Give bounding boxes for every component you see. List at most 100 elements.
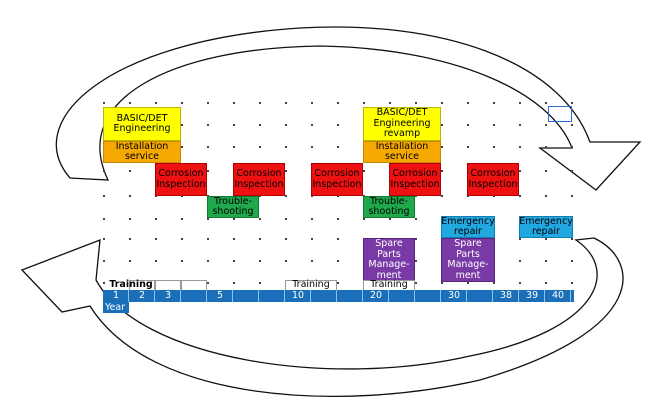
- timeline-tick-label: 39: [525, 290, 539, 301]
- grid-dot: [181, 195, 183, 197]
- grid-dot: [519, 102, 521, 104]
- grid-dot: [363, 102, 365, 104]
- empty-outline-box: [548, 106, 572, 122]
- grid-dot: [129, 218, 131, 220]
- grid-dot: [441, 195, 443, 197]
- timeline-cell: [519, 290, 545, 302]
- timeline-cell: [441, 290, 467, 302]
- training-slot: [129, 280, 155, 290]
- timeline-cell: [181, 290, 207, 302]
- corrosion-inspection-box: Corrosion Inspection: [233, 163, 285, 196]
- grid-dot: [493, 124, 495, 126]
- grid-dot: [103, 218, 105, 220]
- timeline-cell: [233, 290, 259, 302]
- grid-dot: [389, 102, 391, 104]
- grid-dot: [571, 195, 573, 197]
- grid-dot: [207, 218, 209, 220]
- emergency-repair-box: Emergency repair: [519, 216, 573, 238]
- timeline-cell: [467, 290, 493, 302]
- year-label: Year: [103, 302, 129, 313]
- grid-dot: [103, 238, 105, 240]
- grid-dot: [467, 102, 469, 104]
- grid-dot: [259, 124, 261, 126]
- grid-dot: [285, 146, 287, 148]
- basic-det-engineering-revamp-box: BASIC/DET Engineering revamp: [363, 107, 441, 141]
- grid-dot: [311, 195, 313, 197]
- grid-dot: [519, 238, 521, 240]
- grid-dot: [129, 260, 131, 262]
- grid-dot: [103, 195, 105, 197]
- grid-dot: [207, 238, 209, 240]
- grid-dot: [129, 195, 131, 197]
- grid-dot: [233, 218, 235, 220]
- timeline-tick-label: 3: [164, 290, 172, 301]
- grid-dot: [259, 282, 261, 284]
- grid-dot: [363, 218, 365, 220]
- grid-dot: [519, 195, 521, 197]
- grid-dot: [155, 102, 157, 104]
- grid-dot: [337, 260, 339, 262]
- timeline-cell: [311, 290, 337, 302]
- grid-dot: [311, 238, 313, 240]
- training-label: Training: [370, 279, 408, 290]
- grid-dot: [545, 102, 547, 104]
- grid-dot: [545, 260, 547, 262]
- grid-dot: [337, 102, 339, 104]
- timeline-cell: [545, 290, 571, 302]
- grid-dot: [233, 124, 235, 126]
- grid-dot: [311, 146, 313, 148]
- grid-dot: [337, 195, 339, 197]
- grid-dot: [103, 282, 105, 284]
- grid-dot: [285, 170, 287, 172]
- grid-dot: [155, 195, 157, 197]
- grid-dot: [519, 282, 521, 284]
- grid-dot: [493, 282, 495, 284]
- grid-dot: [155, 260, 157, 262]
- grid-dot: [207, 124, 209, 126]
- grid-dot: [285, 260, 287, 262]
- grid-dot: [311, 102, 313, 104]
- grid-dot: [207, 146, 209, 148]
- spare-parts-management-box: Spare Parts Manage- ment: [363, 238, 415, 282]
- grid-dot: [441, 170, 443, 172]
- corrosion-inspection-box: Corrosion Inspection: [311, 163, 363, 196]
- grid-dot: [181, 102, 183, 104]
- grid-dot: [311, 260, 313, 262]
- grid-dot: [467, 282, 469, 284]
- timeline-tick-label: 30: [447, 290, 461, 301]
- grid-dot: [233, 238, 235, 240]
- grid-dot: [363, 170, 365, 172]
- grid-dot: [207, 282, 209, 284]
- grid-dot: [207, 102, 209, 104]
- training-slot: [285, 280, 337, 290]
- grid-dot: [571, 124, 573, 126]
- year-timeline-bar: [103, 290, 574, 302]
- corrosion-inspection-box: Corrosion Inspection: [467, 163, 519, 196]
- grid-dot: [337, 238, 339, 240]
- grid-dot: [103, 102, 105, 104]
- grid-dot: [285, 218, 287, 220]
- grid-dot: [233, 282, 235, 284]
- timeline-cell: [129, 290, 155, 302]
- grid-dot: [311, 218, 313, 220]
- grid-dot: [337, 282, 339, 284]
- grid-dot: [545, 195, 547, 197]
- grid-dot: [181, 260, 183, 262]
- grid-dot: [415, 218, 417, 220]
- training-label: Training: [109, 279, 153, 290]
- top-cycle-arrow: [55, 26, 642, 191]
- grid-dot: [389, 218, 391, 220]
- grid-dot: [337, 218, 339, 220]
- timeline-cell: [207, 290, 233, 302]
- grid-dot: [285, 195, 287, 197]
- grid-dot: [207, 170, 209, 172]
- timeline-tick-label: 38: [499, 290, 513, 301]
- grid-dot: [415, 238, 417, 240]
- grid-dot: [493, 195, 495, 197]
- grid-dot: [311, 124, 313, 126]
- grid-dot: [545, 124, 547, 126]
- grid-dot: [259, 218, 261, 220]
- grid-dot: [103, 260, 105, 262]
- grid-dot: [441, 282, 443, 284]
